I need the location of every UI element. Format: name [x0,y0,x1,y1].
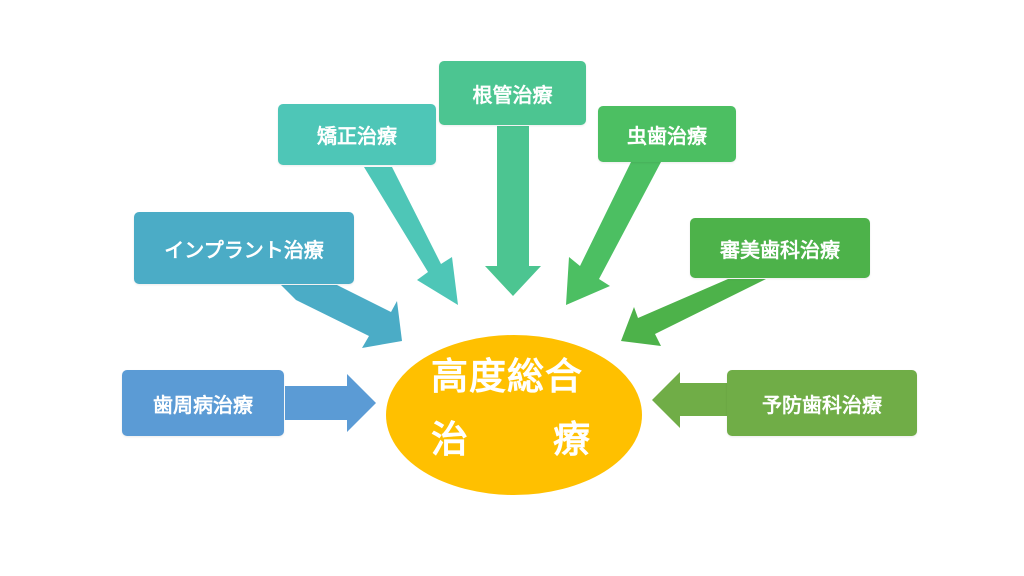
arrow-preventive [652,372,728,428]
box-preventive: 予防歯科治療 [727,370,917,436]
box-cosmetic: 審美歯科治療 [690,218,870,278]
label-preventive: 予防歯科治療 [762,392,882,417]
box-implant: インプラント治療 [134,212,354,284]
arrow-orthodontic [364,167,458,305]
label-implant: インプラント治療 [164,237,324,262]
label-cosmetic: 審美歯科治療 [720,237,840,262]
arrow-periodontal [285,374,376,432]
center-title-char-right: 療 [553,418,591,461]
box-cavity: 虫歯治療 [598,106,736,162]
arrow-cosmetic [621,279,766,346]
box-periodontal: 歯周病治療 [122,370,284,436]
center-title-line1: 高度総合 [431,355,583,398]
center-title-char-left: 治 [431,418,469,461]
label-orthodontic: 矯正治療 [317,124,397,148]
box-orthodontic: 矯正治療 [278,104,436,165]
arrow-cavity [566,162,661,305]
label-cavity: 虫歯治療 [627,123,707,148]
arrow-implant [281,285,402,348]
arrow-root-canal [485,126,541,296]
box-root-canal: 根管治療 [439,61,586,125]
center-ellipse [386,335,642,495]
label-root-canal: 根管治療 [472,82,553,107]
label-periodontal: 歯周病治療 [153,392,253,417]
